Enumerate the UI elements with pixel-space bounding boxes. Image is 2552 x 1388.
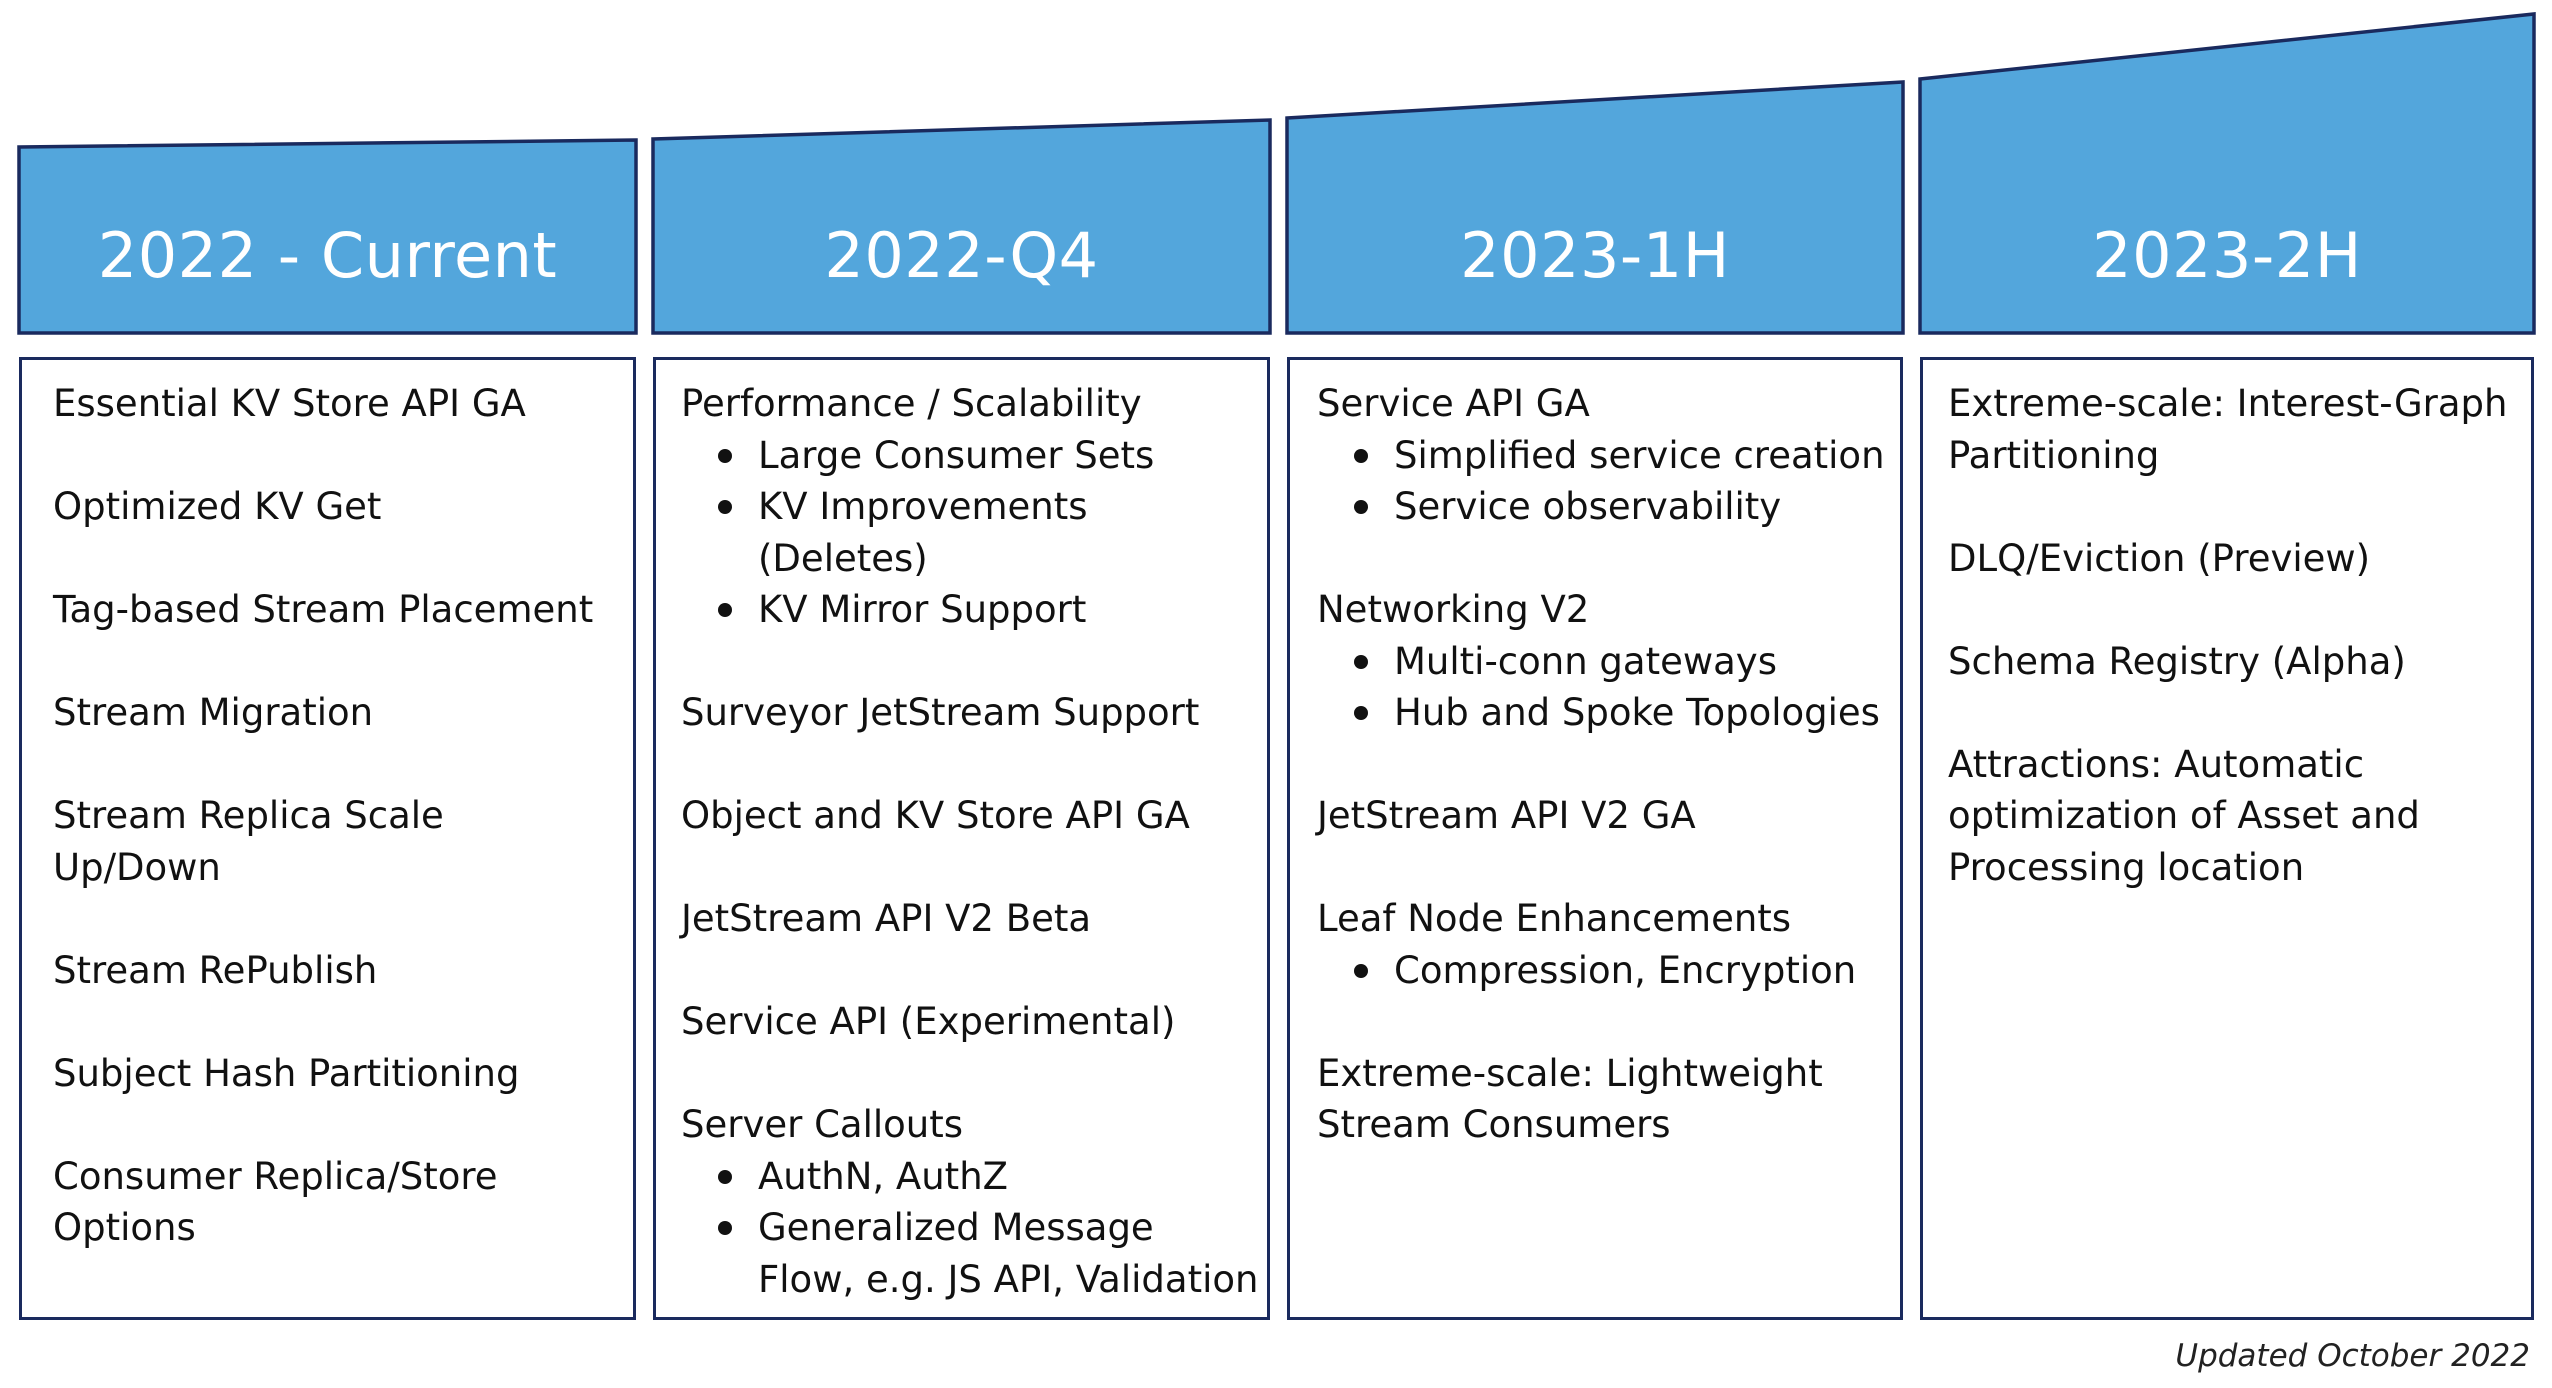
roadmap-item: Consumer Replica/Store Options xyxy=(53,1151,623,1254)
roadmap-item-title: Extreme-scale: Lightweight Stream Consum… xyxy=(1317,1051,1823,1147)
roadmap-item: Object and KV Store API GA xyxy=(681,790,1259,842)
bullet-item: AuthN, AuthZ xyxy=(681,1151,1259,1203)
roadmap-item: Optimized KV Get xyxy=(53,481,623,533)
roadmap-item-title: DLQ/Eviction (Preview) xyxy=(1948,536,2371,580)
roadmap-item: Extreme-scale: Lightweight Stream Consum… xyxy=(1317,1048,1892,1151)
roadmap-item-title: Attractions: Automatic optimization of A… xyxy=(1948,742,2420,889)
roadmap-item-title: Service API (Experimental) xyxy=(681,1000,1176,1043)
bullet-item: Compression, Encryption xyxy=(1317,945,1892,997)
roadmap-item-title: Tag-based Stream Placement xyxy=(53,588,594,631)
bullet-item: KV Mirror Support xyxy=(681,584,1259,636)
roadmap-item-title: Stream RePublish xyxy=(53,948,378,992)
column-2023-1h: Service API GA Simplified service creatio… xyxy=(1287,357,1903,1320)
roadmap-item: Stream Replica Scale Up/Down xyxy=(53,790,623,893)
roadmap-item: Service API (Experimental) xyxy=(681,996,1259,1048)
bullet-item: Multi-conn gateways xyxy=(1317,636,1892,688)
roadmap-item-title: Leaf Node Enhancements xyxy=(1317,897,1792,940)
header-shape-2023-1h xyxy=(1285,80,1905,335)
roadmap-item: Schema Registry (Alpha) xyxy=(1948,636,2521,688)
roadmap-item-title: Networking V2 xyxy=(1317,588,1590,631)
roadmap-item-title: JetStream API V2 Beta xyxy=(681,897,1092,940)
column-content: Essential KV Store API GA Optimized KV Ge… xyxy=(22,378,633,1254)
header-2023-2h: 2023-2H xyxy=(2092,218,2362,292)
column-2022-current: Essential KV Store API GA Optimized KV Ge… xyxy=(19,357,636,1320)
column-content: Extreme-scale: Interest-Graph Partitioni… xyxy=(1923,378,2531,893)
roadmap-item: Tag-based Stream Placement xyxy=(53,584,623,636)
header-shape-2023-2h xyxy=(1918,12,2536,335)
roadmap-item-title: Essential KV Store API GA xyxy=(53,382,526,425)
bullet-list: Compression, Encryption xyxy=(1317,945,1892,997)
roadmap-item-title: Server Callouts xyxy=(681,1103,964,1146)
roadmap-item-title: Service API GA xyxy=(1317,382,1590,425)
header-2022-q4: 2022-Q4 xyxy=(824,218,1099,292)
bullet-item: Generalized Message Flow, e.g. JS API, V… xyxy=(681,1202,1259,1305)
column-2023-2h: Extreme-scale: Interest-Graph Partitioni… xyxy=(1920,357,2534,1320)
roadmap-item: Service API GA Simplified service creatio… xyxy=(1317,378,1892,533)
bullet-item: Hub and Spoke Topologies xyxy=(1317,687,1892,739)
header-shape-2022-q4 xyxy=(651,118,1272,335)
roadmap-item-title: Subject Hash Partitioning xyxy=(53,1051,520,1095)
bullet-item: Large Consumer Sets xyxy=(681,430,1259,482)
roadmap-item-title: Optimized KV Get xyxy=(53,485,382,528)
roadmap-item: Extreme-scale: Interest-Graph Partitioni… xyxy=(1948,378,2521,481)
roadmap-item: Surveyor JetStream Support xyxy=(681,687,1259,739)
header-shape-2022-current xyxy=(17,138,638,335)
roadmap-item: Essential KV Store API GA xyxy=(53,378,623,430)
roadmap-item: JetStream API V2 Beta xyxy=(681,893,1259,945)
roadmap-item-title: Performance / Scalability xyxy=(681,382,1142,425)
roadmap-item-title: Extreme-scale: Interest-Graph Partitioni… xyxy=(1948,382,2508,477)
bullet-item: KV Improvements (Deletes) xyxy=(681,481,1259,584)
header-2022-current: 2022 - Current xyxy=(97,218,558,292)
roadmap-item-title: JetStream API V2 GA xyxy=(1317,794,1696,837)
roadmap-item-title: Consumer Replica/Store Options xyxy=(53,1154,498,1250)
roadmap-item-title: Surveyor JetStream Support xyxy=(681,691,1200,734)
roadmap-item: Stream Migration xyxy=(53,687,623,739)
updated-note: Updated October 2022 xyxy=(2175,1338,2530,1374)
roadmap-item-title: Stream Migration xyxy=(53,691,374,734)
roadmap-item-title: Stream Replica Scale Up/Down xyxy=(53,794,444,889)
roadmap-item: Stream RePublish xyxy=(53,945,623,997)
column-content: Service API GA Simplified service creatio… xyxy=(1290,378,1900,1151)
bullet-item: Service observability xyxy=(1317,481,1892,533)
roadmap-item: DLQ/Eviction (Preview) xyxy=(1948,533,2521,585)
roadmap-item-title: Object and KV Store API GA xyxy=(681,794,1190,837)
timeline-banner xyxy=(17,12,2536,335)
roadmap-item: Subject Hash Partitioning xyxy=(53,1048,623,1100)
roadmap-item-title: Schema Registry (Alpha) xyxy=(1948,639,2406,683)
roadmap-item: JetStream API V2 GA xyxy=(1317,790,1892,842)
header-2023-1h: 2023-1H xyxy=(1460,218,1730,292)
roadmap-item: Attractions: Automatic optimization of A… xyxy=(1948,739,2521,894)
bullet-item: Simplified service creation xyxy=(1317,430,1892,482)
